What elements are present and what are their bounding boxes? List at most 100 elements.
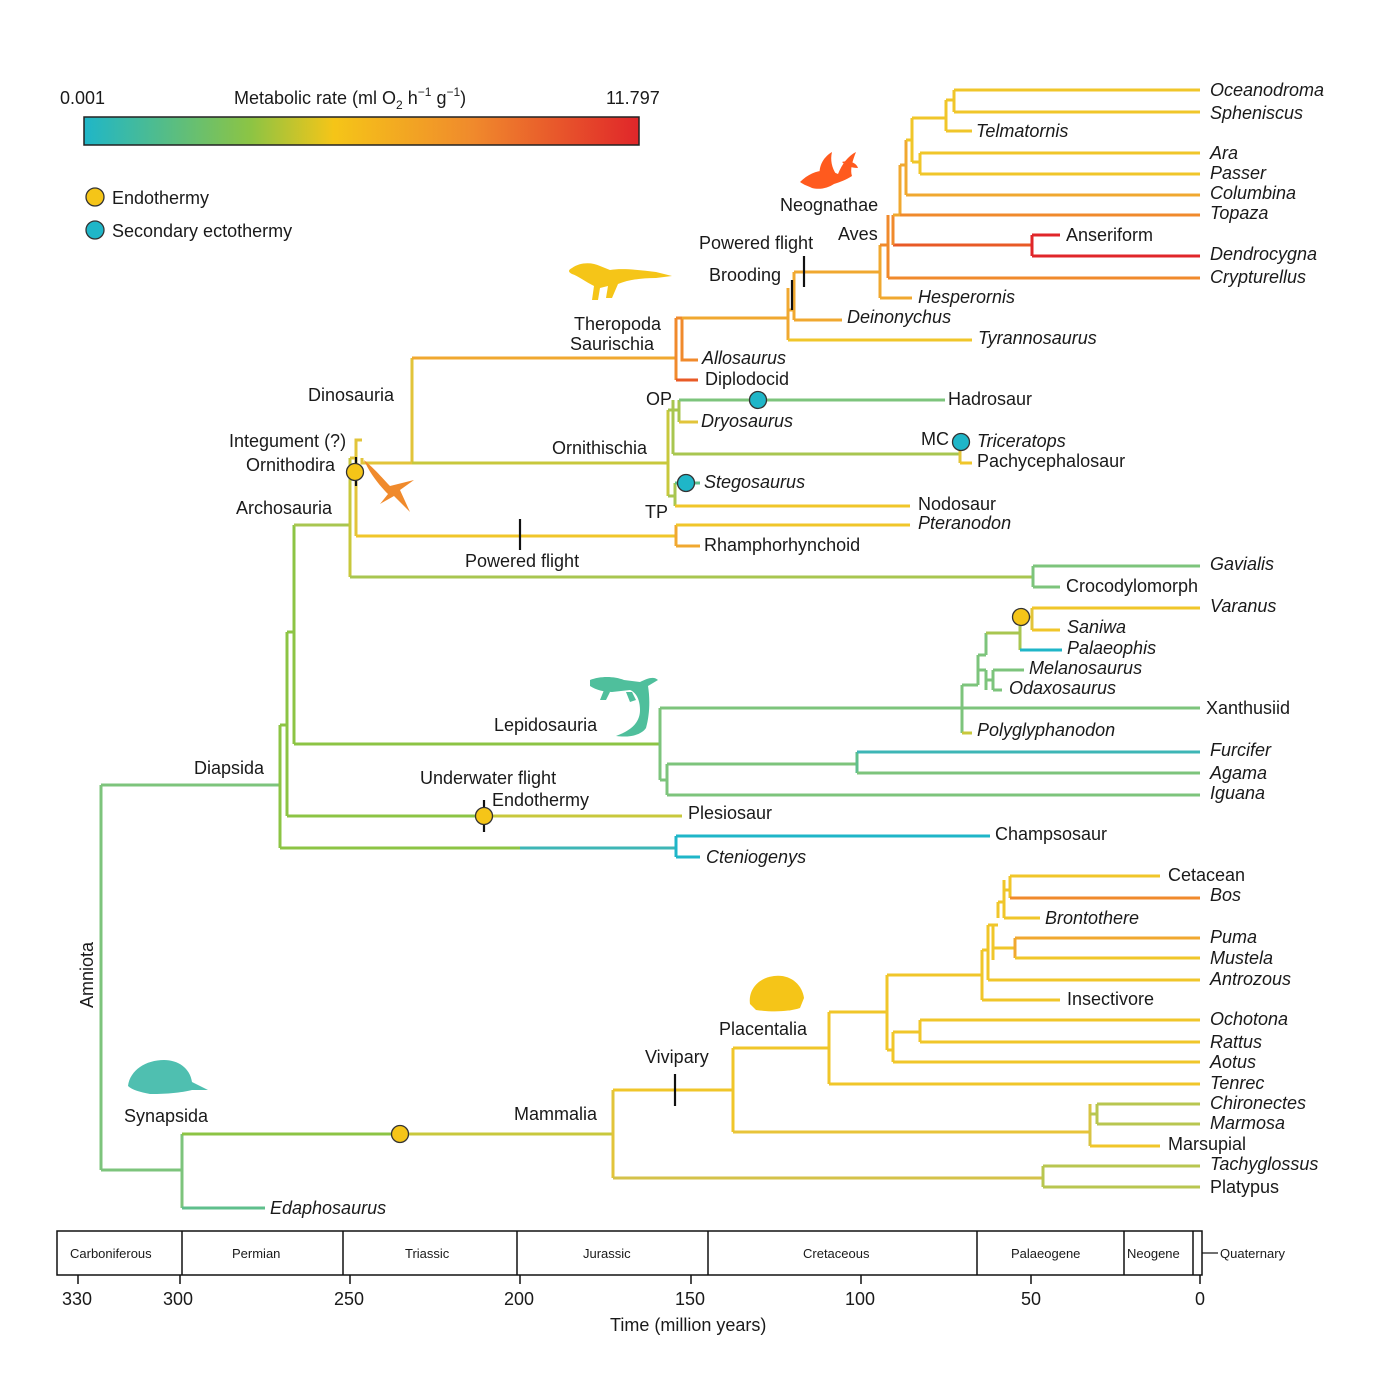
placentalia-label: Placentalia [719,1019,808,1039]
taxon-insectivore: Insectivore [1067,989,1154,1009]
taxon-odaxosaurus: Odaxosaurus [1009,678,1116,698]
taxon-spheniscus: Spheniscus [1210,103,1303,123]
secondary-ectothermy-legend-marker [85,220,105,240]
taxon-hadrosaur: Hadrosaur [948,389,1032,409]
taxon-marmosa: Marmosa [1210,1113,1285,1133]
colorbar-title: Metabolic rate (ml O2 h−1 g−1) [234,85,466,112]
pterosaur-silhouette-icon [364,460,414,512]
op-label: OP [646,389,672,409]
taxon-palaeophis: Palaeophis [1067,638,1156,658]
synapsida-label: Synapsida [124,1106,209,1126]
taxon-marsupial: Marsupial [1168,1134,1246,1154]
event-markers [345,390,1031,1144]
endothermy-marker-ornithodira [345,462,365,482]
taxon-telmatornis: Telmatornis [976,121,1068,141]
taxon-columbina: Columbina [1210,183,1296,203]
taxon-triceratops: Triceratops [977,431,1066,451]
taxon-anseriform: Anseriform [1066,225,1153,245]
diapsida-label: Diapsida [194,758,265,778]
taxon-saniwa: Saniwa [1067,617,1126,637]
taxon-oceanodroma: Oceanodroma [1210,80,1324,100]
colorbar-max: 11.797 [606,88,660,108]
axis-ticks [77,1275,1201,1284]
taxon-crypturellus: Crypturellus [1210,267,1306,287]
vivipary-label: Vivipary [645,1047,709,1067]
taxon-xanthusiid: Xanthusiid [1206,698,1290,718]
powered-flight-birds-label: Powered flight [699,233,813,253]
aves-label: Aves [838,224,878,244]
taxon-rattus: Rattus [1210,1032,1262,1052]
period-carboniferous: Carboniferous [70,1246,152,1261]
taxon-cteniogenys: Cteniogenys [706,847,806,867]
secondary-ectothermy-legend-label: Secondary ectothermy [112,221,292,241]
taxon-stegosaurus: Stegosaurus [704,472,805,492]
endothermy-marker-mammalia [390,1124,410,1144]
tick-label-200: 200 [504,1289,534,1309]
taxon-topaza: Topaza [1210,203,1268,223]
theropod-silhouette-icon [569,263,672,300]
taxon-ara: Ara [1209,143,1238,163]
taxon-diplodocid: Diplodocid [705,369,789,389]
timescale: Carboniferous Permian Triassic Jurassic … [56,1230,1286,1335]
tick-label-0: 0 [1195,1289,1205,1309]
taxon-mustela: Mustela [1210,948,1273,968]
event-ticks [354,256,806,1106]
endothermy-legend-label: Endothermy [112,188,209,208]
taxon-bos: Bos [1210,885,1241,905]
taxon-puma: Puma [1210,927,1257,947]
synapsid-silhouette-icon [128,1060,208,1094]
period-permian: Permian [232,1246,280,1261]
taxon-brontothere: Brontothere [1045,908,1139,928]
tick-label-250: 250 [334,1289,364,1309]
integument-label: Integument (?) [229,431,346,451]
tp-label: TP [645,502,668,522]
endothermy-marker-plesiosaur [474,806,494,826]
taxon-gavialis: Gavialis [1210,554,1274,574]
taxon-passer: Passer [1210,163,1267,183]
taxon-edaphosaurus: Edaphosaurus [270,1198,386,1218]
axis-title: Time (million years) [610,1315,766,1335]
taxon-melanosaurus: Melanosaurus [1029,658,1142,678]
taxon-iguana: Iguana [1210,783,1265,803]
lizard-silhouette-icon [590,677,658,737]
secondary-ectothermy-marker-triceratops [951,432,971,452]
tree-branches [99,88,1200,1210]
archosauria-label: Archosauria [236,498,333,518]
period-triassic: Triassic [405,1246,450,1261]
endothermy-marker-varanoid [1011,607,1031,627]
taxon-platypus: Platypus [1210,1177,1279,1197]
taxon-furcifer: Furcifer [1210,740,1272,760]
taxon-pachycephalosaur: Pachycephalosaur [977,451,1125,471]
period-palaeogene: Palaeogene [1011,1246,1080,1261]
taxon-champsosaur: Champsosaur [995,824,1107,844]
period-cretaceous: Cretaceous [803,1246,870,1261]
period-quaternary: Quaternary [1220,1246,1286,1261]
brooding-label: Brooding [709,265,781,285]
tick-label-300: 300 [163,1289,193,1309]
mammalia-label: Mammalia [514,1104,598,1124]
taxon-deinonychus: Deinonychus [847,307,951,327]
taxon-dryosaurus: Dryosaurus [701,411,793,431]
colorbar-gradient [83,116,640,146]
hedgehog-silhouette-icon [749,975,804,1012]
powered-flight-ptero-label: Powered flight [465,551,579,571]
taxon-agama: Agama [1209,763,1267,783]
taxon-labels: Oceanodroma Spheniscus Telmatornis Ara P… [270,80,1324,1218]
taxon-dendrocygna: Dendrocygna [1210,244,1317,264]
secondary-ectothermy-marker-stegosaurus [676,473,696,493]
taxon-nodosaur: Nodosaur [918,494,996,514]
period-neogene: Neogene [1127,1246,1180,1261]
taxon-tachyglossus: Tachyglossus [1210,1154,1318,1174]
taxon-hesperornis: Hesperornis [918,287,1015,307]
amniota-label: Amniota [77,941,97,1008]
taxon-rhamphorhynchoid: Rhamphorhynchoid [704,535,860,555]
branch-allosaurus [680,318,698,362]
branch-dinosauria-stem [360,458,412,465]
silhouettes [128,152,858,1094]
theropoda-label: Theropoda [574,314,662,334]
ornithischia-label: Ornithischia [552,438,648,458]
mc-label: MC [921,429,949,449]
colorbar-min: 0.001 [60,88,105,108]
ornithodira-label: Ornithodira [246,455,336,475]
taxon-plesiosaur: Plesiosaur [688,803,772,823]
